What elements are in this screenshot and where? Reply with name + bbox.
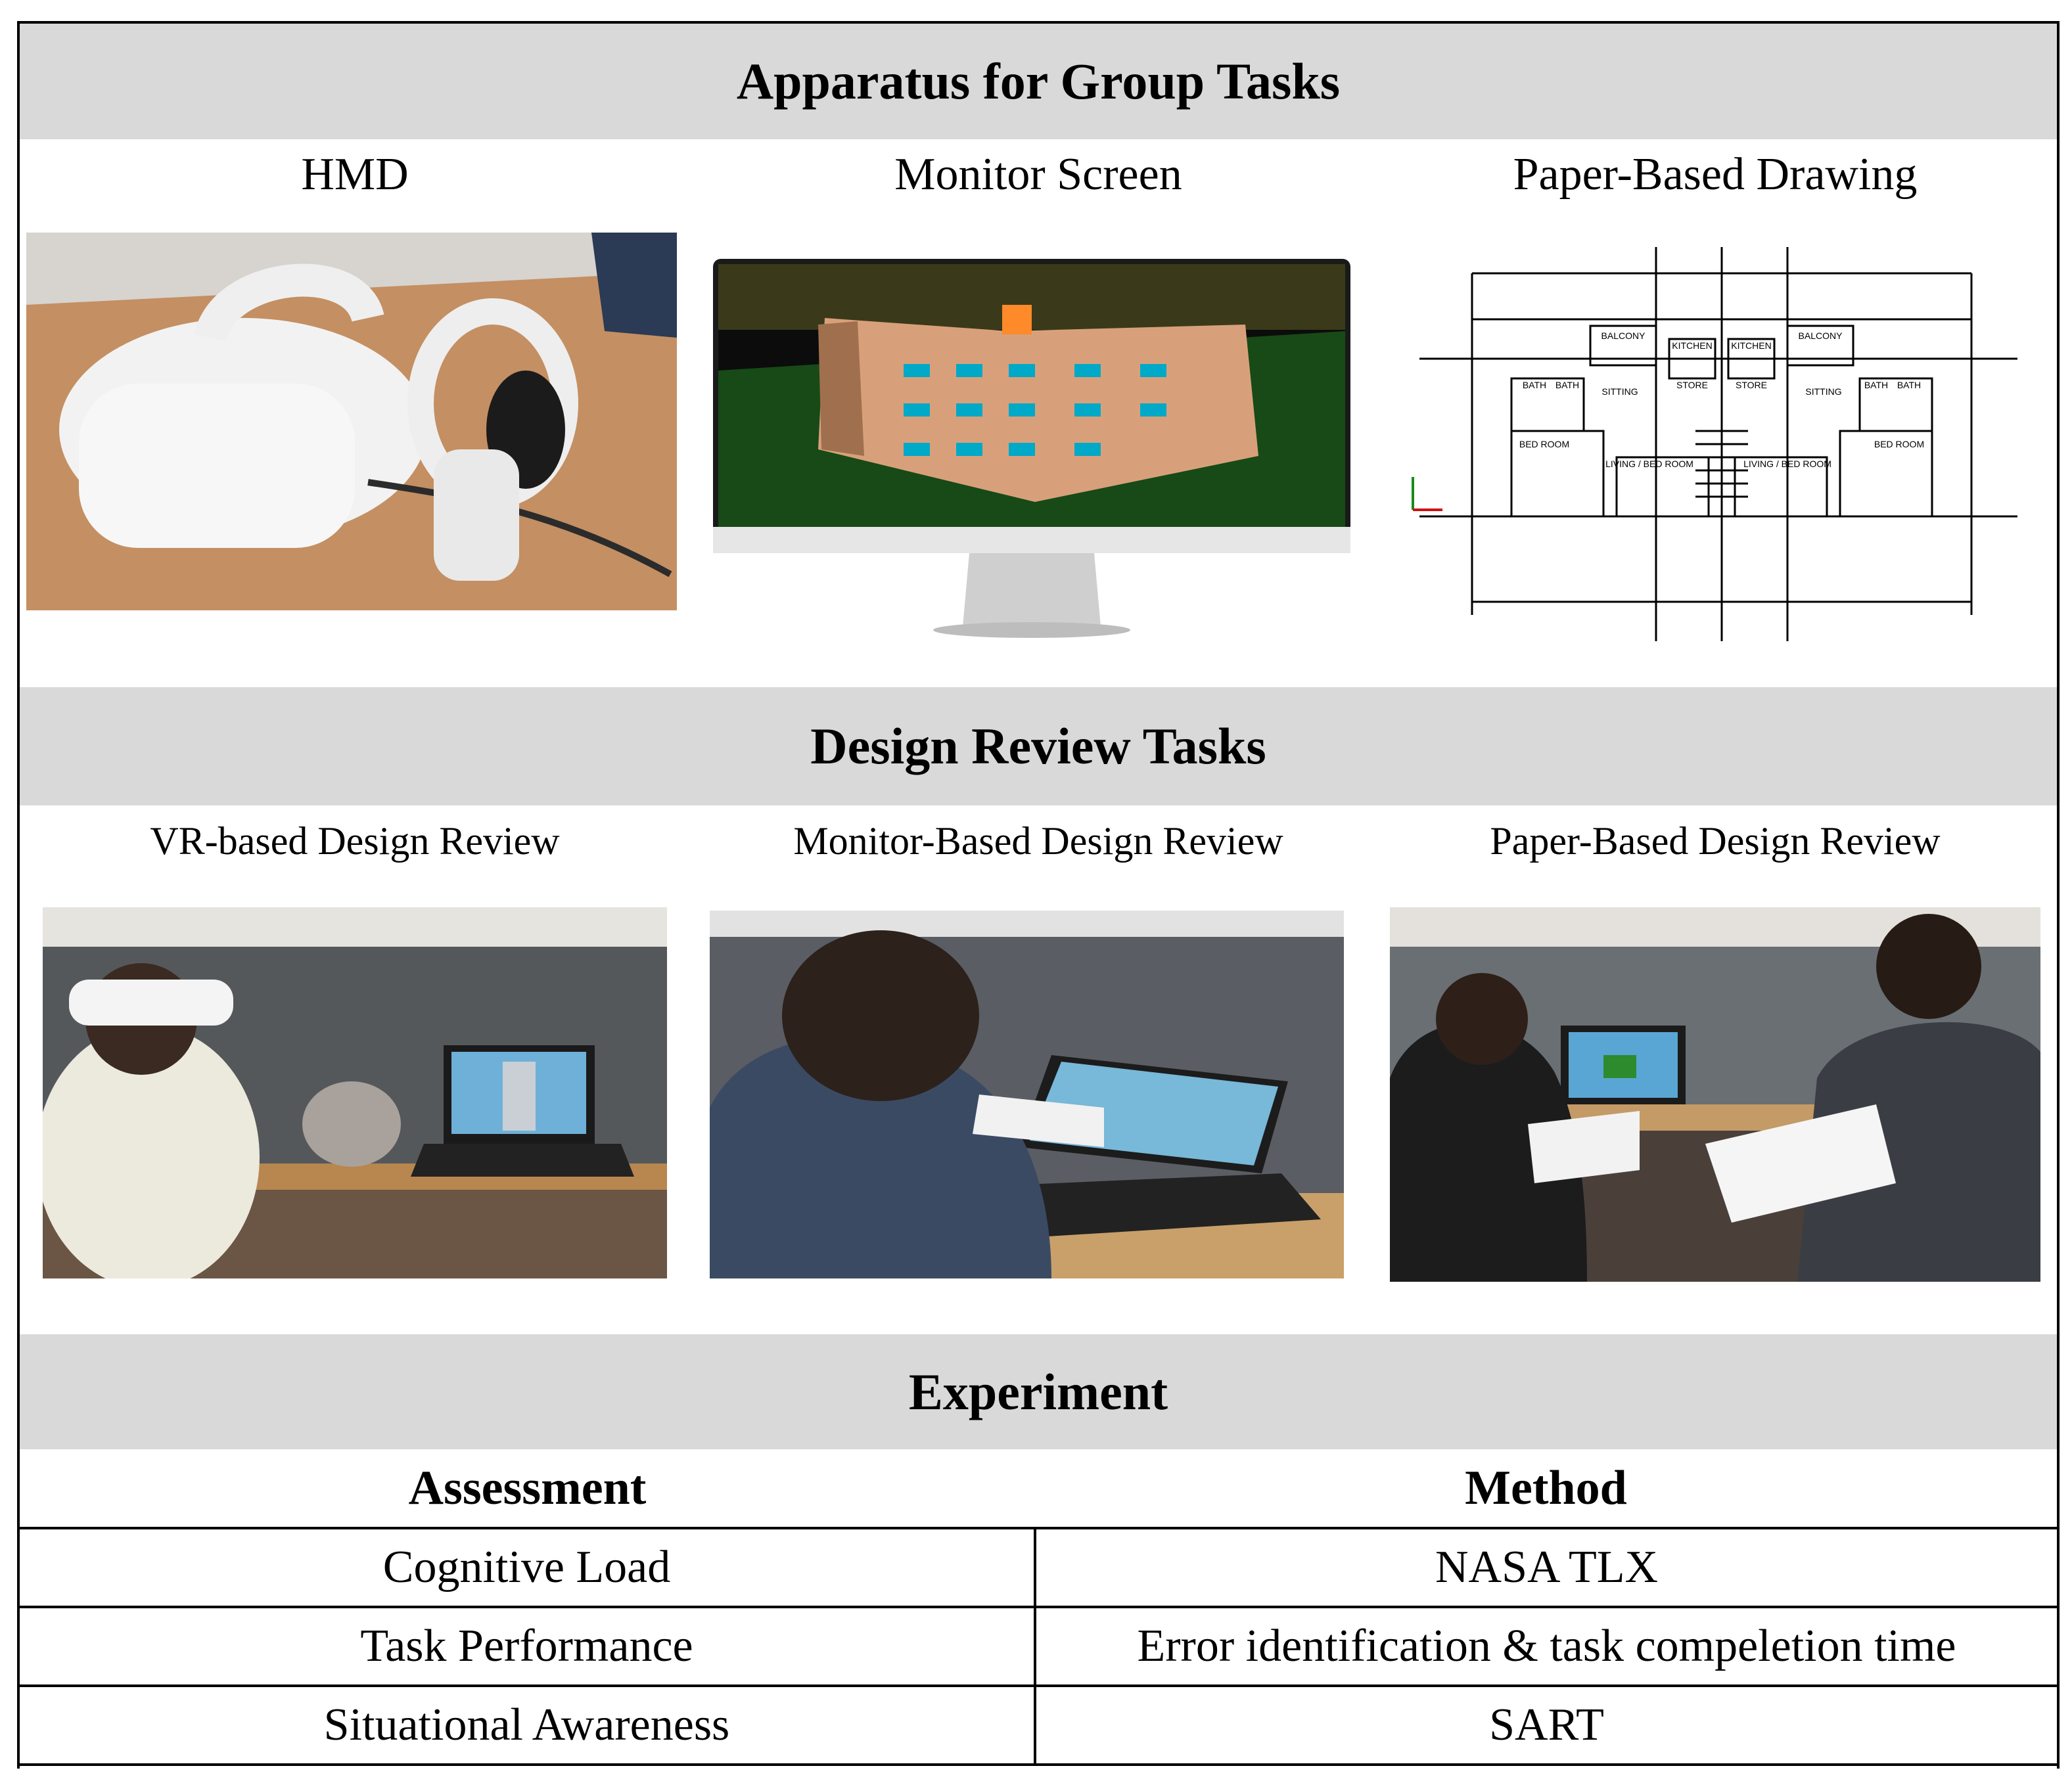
plan-label-bath-4: BATH <box>1897 380 1921 390</box>
vr-review-label: VR-based Design Review <box>150 819 560 863</box>
monitor-review-photo <box>710 911 1344 1278</box>
plan-label-balcony-left: BALCONY <box>1601 330 1646 341</box>
method-cell: NASA TLX <box>1035 1528 2057 1608</box>
plan-label-sitting-right: SITTING <box>1805 386 1841 397</box>
assessment-cell: Task Performance <box>20 1607 1036 1687</box>
monitor-building-render <box>706 259 1357 640</box>
assessment-cell: Cognitive Load <box>20 1528 1036 1608</box>
paper-drawing-label: Paper-Based Drawing <box>1513 149 1918 200</box>
floor-plan-drawing: BALCONY BALCONY KITCHEN KITCHEN BATH BAT… <box>1393 247 2044 648</box>
monitor-review-label: Monitor-Based Design Review <box>793 819 1283 863</box>
plan-label-bedroom-right: BED ROOM <box>1874 439 1924 449</box>
hmd-label: HMD <box>301 149 409 200</box>
vr-review-photo <box>43 907 667 1278</box>
plan-label-bath-1: BATH <box>1523 380 1546 390</box>
vr-headset-photo <box>26 233 677 610</box>
plan-label-store-left: STORE <box>1676 380 1708 390</box>
plan-label-living-left: LIVING / BED ROOM <box>1605 459 1693 469</box>
table-row: Task Performance Error identification & … <box>20 1607 2057 1687</box>
plan-label-living-right: LIVING / BED ROOM <box>1743 459 1831 469</box>
method-cell: SART <box>1035 1686 2057 1766</box>
method-header: Method <box>1035 1449 2057 1529</box>
figure-frame: Apparatus for Group Tasks HMD Monitor Sc… <box>17 21 2060 1769</box>
table-row: Situational Awareness SART <box>20 1686 2057 1766</box>
plan-label-balcony-right: BALCONY <box>1799 330 1843 341</box>
assessment-cell: Situational Awareness <box>20 1686 1036 1766</box>
experiment-table: Assessment Method Cognitive Load NASA TL… <box>20 1449 2057 1766</box>
design-review-section-title: Design Review Tasks <box>20 687 2057 805</box>
experiment-section-title: Experiment <box>20 1334 2057 1449</box>
plan-label-store-right: STORE <box>1736 380 1767 390</box>
plan-label-bath-2: BATH <box>1555 380 1579 390</box>
table-row: Cognitive Load NASA TLX <box>20 1528 2057 1608</box>
method-cell: Error identification & task compeletion … <box>1035 1607 2057 1687</box>
apparatus-section-title: Apparatus for Group Tasks <box>20 24 2057 139</box>
plan-label-bedroom-left: BED ROOM <box>1519 439 1569 449</box>
paper-review-label: Paper-Based Design Review <box>1490 819 1941 863</box>
plan-label-kitchen-right: KITCHEN <box>1731 340 1771 351</box>
monitor-screen-label: Monitor Screen <box>894 149 1182 200</box>
plan-label-bath-3: BATH <box>1864 380 1888 390</box>
plan-label-kitchen-left: KITCHEN <box>1672 340 1712 351</box>
experiment-table-header: Assessment Method <box>20 1449 2057 1529</box>
plan-label-sitting-left: SITTING <box>1601 386 1638 397</box>
assessment-header: Assessment <box>20 1449 1035 1529</box>
paper-review-photo <box>1390 907 2040 1282</box>
